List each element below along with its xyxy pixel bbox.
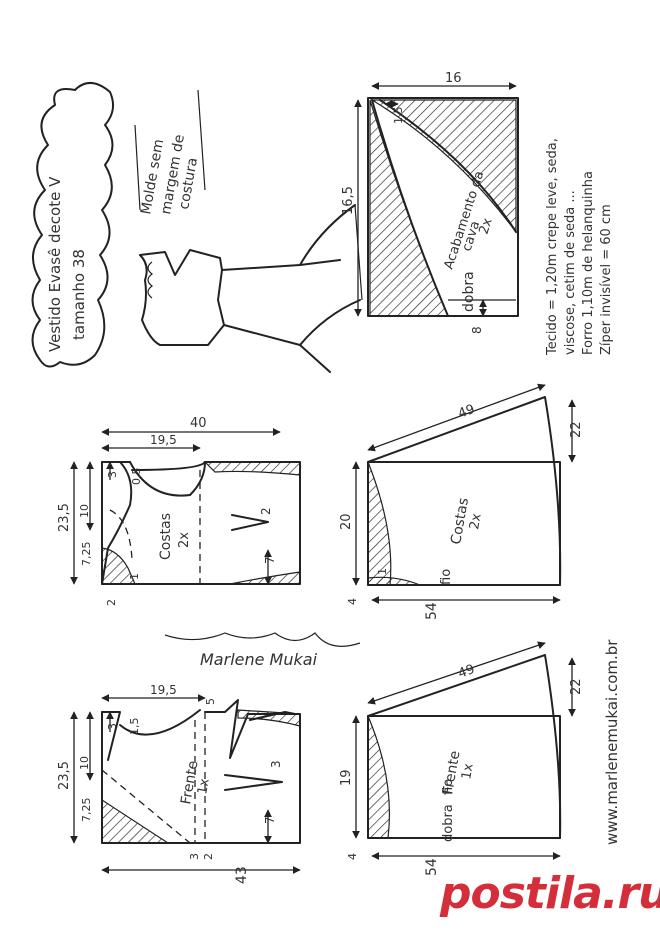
front-bodice-m3c: 3 <box>188 853 201 860</box>
front-skirt-label: Frente <box>440 750 463 796</box>
facing-m15: 1,5 <box>392 107 405 125</box>
facing-qty: 2x <box>477 216 496 236</box>
front-bodice-qty: 1x <box>195 777 213 796</box>
back-bodice-m40: 40 <box>190 416 207 431</box>
back-bodice-qty: 2x <box>177 532 192 548</box>
watermark-text: postila.ru <box>440 868 660 919</box>
back-skirt-m1: 1 <box>376 568 389 575</box>
back-skirt-pattern: 49 22 20 54 4 1 fio Costas 2x <box>339 383 584 620</box>
front-skirt-m4: 4 <box>346 853 359 860</box>
facing-pattern: 16 16,5 1,5 8 dobra Acabamento da cava 2… <box>341 71 519 334</box>
dress-sketch <box>139 204 363 373</box>
front-bodice-label: Frente <box>178 760 201 806</box>
front-bodice-m725: 7,25 <box>80 798 93 823</box>
facing-m165: 16,5 <box>341 186 356 215</box>
front-bodice-m195: 19,5 <box>150 683 177 697</box>
back-skirt-grain: fio <box>439 569 454 585</box>
title-line2: tamanho 38 <box>70 249 88 340</box>
title-line1: Vestido Evasê decote V <box>46 176 64 352</box>
back-bodice-m2: 2 <box>105 599 118 606</box>
front-skirt-pattern: 49 22 19 54 4 dobra fio Frente 1x <box>339 641 584 876</box>
back-skirt-m49: 49 <box>456 402 477 422</box>
front-skirt-m22: 22 <box>569 678 584 695</box>
back-skirt-m54: 54 <box>424 602 440 620</box>
front-bodice-m10: 10 <box>78 756 91 770</box>
front-skirt-m19: 19 <box>339 769 354 786</box>
back-bodice-m235: 23,5 <box>57 503 72 532</box>
website-text: www.marlenemukai.com.br <box>603 639 621 845</box>
facing-m8: 8 <box>470 326 484 334</box>
front-skirt-m49: 49 <box>456 662 477 682</box>
back-skirt-m20: 20 <box>339 513 354 530</box>
back-bodice-m05: 0,5 <box>130 468 143 486</box>
facing-fold: dobra <box>461 271 477 312</box>
back-skirt-m4: 4 <box>346 598 359 605</box>
front-skirt-fold: dobra <box>441 804 456 842</box>
watermark: postila.ru <box>440 868 660 920</box>
materials-line3: Forro 1,10m de helanquinha <box>581 171 596 355</box>
back-bodice-m2b: 2 <box>259 507 273 515</box>
back-skirt-qty: 2x <box>467 512 485 531</box>
materials-line1: Tecido = 1,20m crepe leve, seda, <box>545 138 560 356</box>
back-bodice-m195: 19,5 <box>150 433 177 447</box>
front-skirt-qty: 1x <box>459 762 477 781</box>
front-bodice-m235: 23,5 <box>57 761 72 790</box>
front-skirt-m54: 54 <box>424 858 440 876</box>
front-bodice-m15: 1,5 <box>128 718 141 736</box>
seam-note: Molde sem margem de costura <box>134 89 206 216</box>
back-bodice-m1: 1 <box>128 573 141 580</box>
back-bodice-m7: 7 <box>263 556 277 564</box>
front-bodice-m7: 7 <box>263 816 277 824</box>
materials-list: Tecido = 1,20m crepe leve, seda, viscose… <box>545 138 614 356</box>
front-bodice-m5: 5 <box>204 698 217 705</box>
front-bodice-m3: 3 <box>106 723 119 730</box>
front-bodice-m43: 43 <box>234 866 250 884</box>
materials-line2: viscose, cetim de seda ... <box>563 190 578 355</box>
front-bodice-pattern: 19,5 23,5 3 1,5 5 10 7,25 3 7 3 2 43 Fre… <box>57 683 301 884</box>
front-skirt-grain: fio <box>441 779 456 795</box>
back-skirt-m22: 22 <box>569 421 584 438</box>
front-bodice-m3b: 3 <box>269 760 283 768</box>
signature-text: Marlene Mukai <box>200 650 318 669</box>
title-cloud: Vestido Evasê decote V tamanho 38 <box>31 82 115 368</box>
facing-m16: 16 <box>445 71 462 86</box>
front-bodice-m2: 2 <box>202 853 215 860</box>
back-bodice-m725: 7,25 <box>80 542 93 567</box>
signature: Marlene Mukai <box>164 632 361 669</box>
back-bodice-label: Costas <box>158 513 174 560</box>
back-bodice-m10: 10 <box>78 504 91 518</box>
back-bodice-m3: 3 <box>106 471 119 478</box>
materials-line4: Zíper invisível = 60 cm <box>599 204 614 355</box>
back-bodice-pattern: 40 19,5 23,5 3 0,5 10 7,25 1 2 2 7 Costa… <box>57 416 301 606</box>
